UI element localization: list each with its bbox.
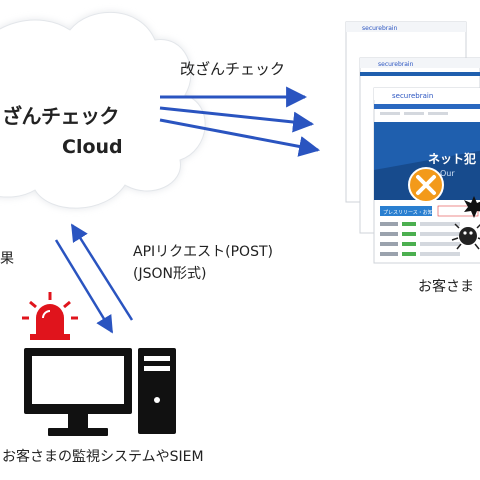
malware-bug-icon — [451, 223, 480, 250]
result-label: 果 — [0, 251, 14, 267]
website-logo-back: securebrain — [362, 25, 398, 32]
cloud-title: ざんチェック — [2, 104, 120, 128]
check-label: 改ざんチェック — [180, 60, 286, 78]
cloud-shape — [0, 11, 206, 209]
cloud-subtitle: Cloud — [62, 136, 123, 158]
website-logo-middle: securebrain — [378, 61, 414, 68]
website-banner-sub: Our — [440, 169, 455, 178]
website-stack: securebrain securebrain securebrain ネット犯… — [345, 21, 480, 264]
pc-tower-icon — [138, 348, 176, 434]
malware-burst-icon — [464, 196, 480, 218]
monitor-icon — [24, 348, 132, 436]
api-arrows — [54, 223, 134, 334]
monitoring-system-label: お客さまの監視システムやSIEM — [2, 449, 204, 465]
website-banner-text: ネット犯 — [428, 151, 476, 166]
customer-site-label: お客さま — [418, 279, 474, 295]
alarm-light-icon — [22, 292, 78, 340]
website-logo: securebrain — [392, 92, 433, 100]
api-request-label: APIリクエスト(POST) — [133, 244, 273, 260]
api-format-label: (JSON形式) — [133, 266, 207, 282]
check-arrows — [159, 86, 321, 157]
website-press-button: プレスリリース・お知らせ — [383, 209, 443, 216]
